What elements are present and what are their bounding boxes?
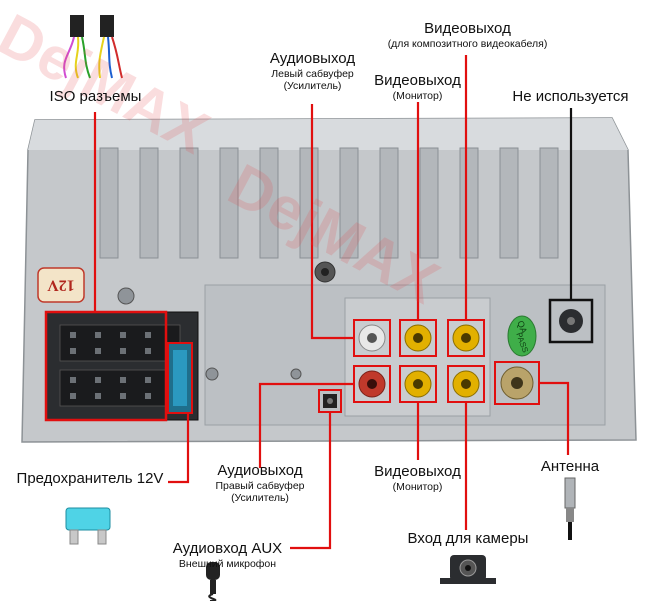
voltage-label: 12V (47, 276, 75, 294)
voltage-sticker (37, 267, 85, 303)
aux-title: Аудиовход AUX (172, 540, 283, 557)
video-monitor-bottom-title: Видеовыход (374, 463, 461, 480)
audio-right-title: Аудиовыход (217, 462, 303, 479)
video-composite-label: Видеовыход (для композитного видеокабеля… (370, 20, 565, 50)
aux-label: Аудиовход AUX Внешний микрофон (165, 540, 290, 570)
audio-right-sub1: Правый сабвуфер (215, 480, 305, 493)
video-monitor-bottom-sub: (Монитор) (392, 481, 443, 494)
video-composite-sub: (для композитного видеокабеля) (387, 38, 548, 51)
antenna-socket (494, 361, 540, 405)
audio-right-label: Аудиовыход Правый сабвуфер (Усилитель) (200, 462, 320, 505)
audio-left-sub2: (Усилитель) (283, 80, 342, 93)
antenna-label: Антенна (540, 458, 600, 475)
fuse-slot (167, 342, 193, 414)
rca-jacks (353, 319, 485, 403)
camera-label: Вход для камеры (407, 530, 529, 547)
video-monitor-bottom-label: Видеовыход (Монитор) (355, 463, 480, 493)
not-used-label: Не используется (512, 88, 629, 105)
camera-icon (440, 555, 496, 584)
antenna-plug-icon (564, 477, 576, 540)
wire-harness-icon (63, 15, 123, 79)
callout-lines (93, 55, 573, 550)
audio-right-sub2: (Усилитель) (231, 492, 289, 505)
fuse-icon (65, 507, 111, 545)
video-composite-title: Видеовыход (424, 20, 511, 37)
qa-pass-sticker (507, 315, 537, 357)
video-monitor-top-title: Видеовыход (374, 72, 461, 89)
video-monitor-top-label: Видеовыход (Монитор) (365, 72, 470, 102)
iso-label: ISO разъемы (49, 88, 142, 105)
audio-left-title: Аудиовыход (269, 50, 356, 67)
aux-sub: Внешний микрофон (178, 558, 277, 571)
video-monitor-top-sub: (Монитор) (392, 90, 443, 103)
audio-left-sub1: Левый сабвуфер (271, 68, 354, 81)
fuse-label: Предохранитель 12V (16, 470, 164, 487)
audio-left-label: Аудиовыход Левый сабвуфер (Усилитель) (250, 50, 375, 93)
